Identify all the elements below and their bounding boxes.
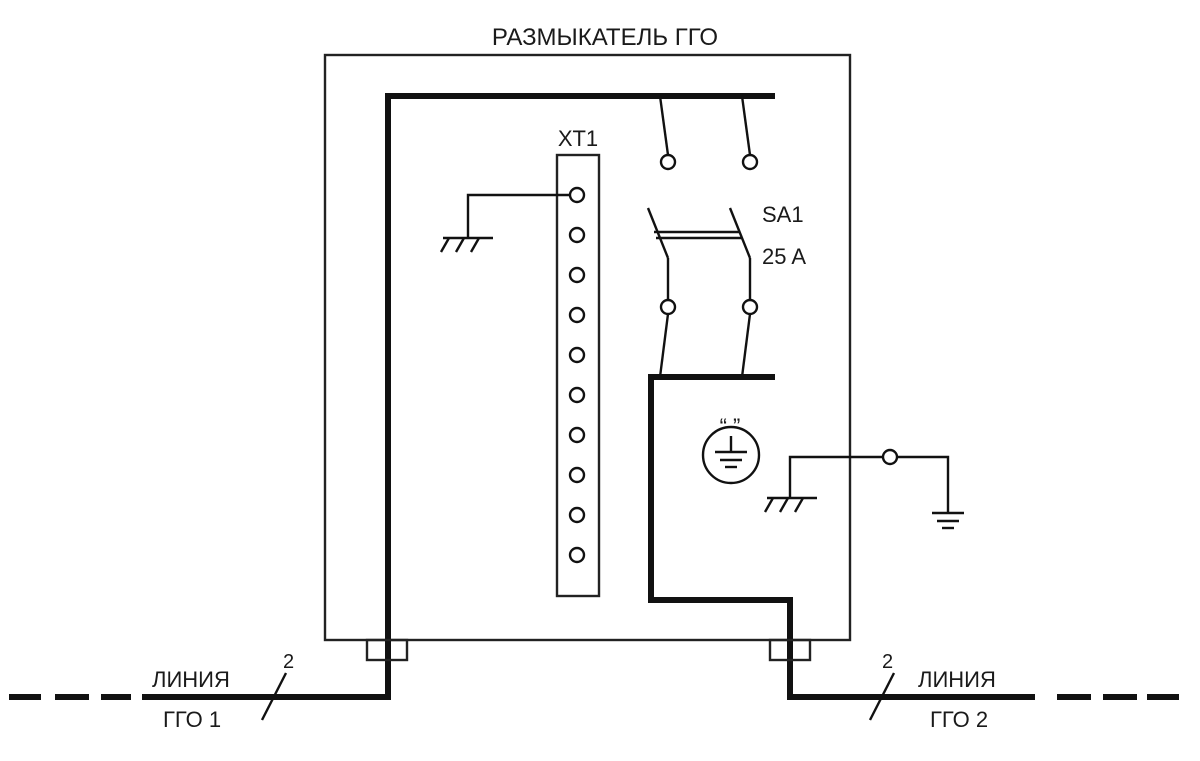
wire-count-right: 2 <box>882 651 893 673</box>
switch-label: SA1 <box>762 202 804 227</box>
cable-gland-left <box>365 638 409 662</box>
earth-terminal <box>881 448 899 466</box>
line-right-bottom-label: ГГО 2 <box>930 707 988 732</box>
diagram-title: РАЗМЫКАТЕЛЬ ГГО <box>492 24 718 51</box>
switch-sa1: SA1 25 A <box>646 95 806 378</box>
enclosure <box>323 53 852 642</box>
switch-rating: 25 A <box>762 244 806 269</box>
terminal-7 <box>568 426 586 444</box>
terminal-block-xt1: XT1 <box>555 126 601 598</box>
line-right: 2 ЛИНИЯ ГГО 2 <box>787 651 1179 732</box>
terminal-8 <box>568 466 586 484</box>
earth-symbol: “ ” <box>701 414 761 485</box>
chassis-ground-right <box>763 448 950 513</box>
line-left-bottom-label: ГГО 1 <box>163 707 221 732</box>
terminal-3 <box>568 266 586 284</box>
terminal-1 <box>568 186 586 204</box>
line-left: 2 ЛИНИЯ ГГО 1 <box>9 651 391 732</box>
terminal-block-label: XT1 <box>558 126 598 151</box>
terminal-2 <box>568 226 586 244</box>
wire-count-slash-right <box>868 672 896 721</box>
wire-count-slash-left <box>260 672 288 721</box>
earth-ground-icon <box>932 511 964 530</box>
terminal-strip <box>555 153 601 598</box>
wire-count-left: 2 <box>283 651 294 673</box>
bus-left <box>385 93 775 700</box>
line-right-top-label: ЛИНИЯ <box>918 667 996 692</box>
terminal-9 <box>568 506 586 524</box>
terminal-5 <box>568 346 586 364</box>
terminal-4 <box>568 306 586 324</box>
line-left-top-label: ЛИНИЯ <box>152 667 230 692</box>
terminal-10 <box>568 546 586 564</box>
chassis-ground-left <box>439 193 570 253</box>
terminal-6 <box>568 386 586 404</box>
bus-right <box>648 374 793 700</box>
cable-gland-right <box>768 638 812 662</box>
